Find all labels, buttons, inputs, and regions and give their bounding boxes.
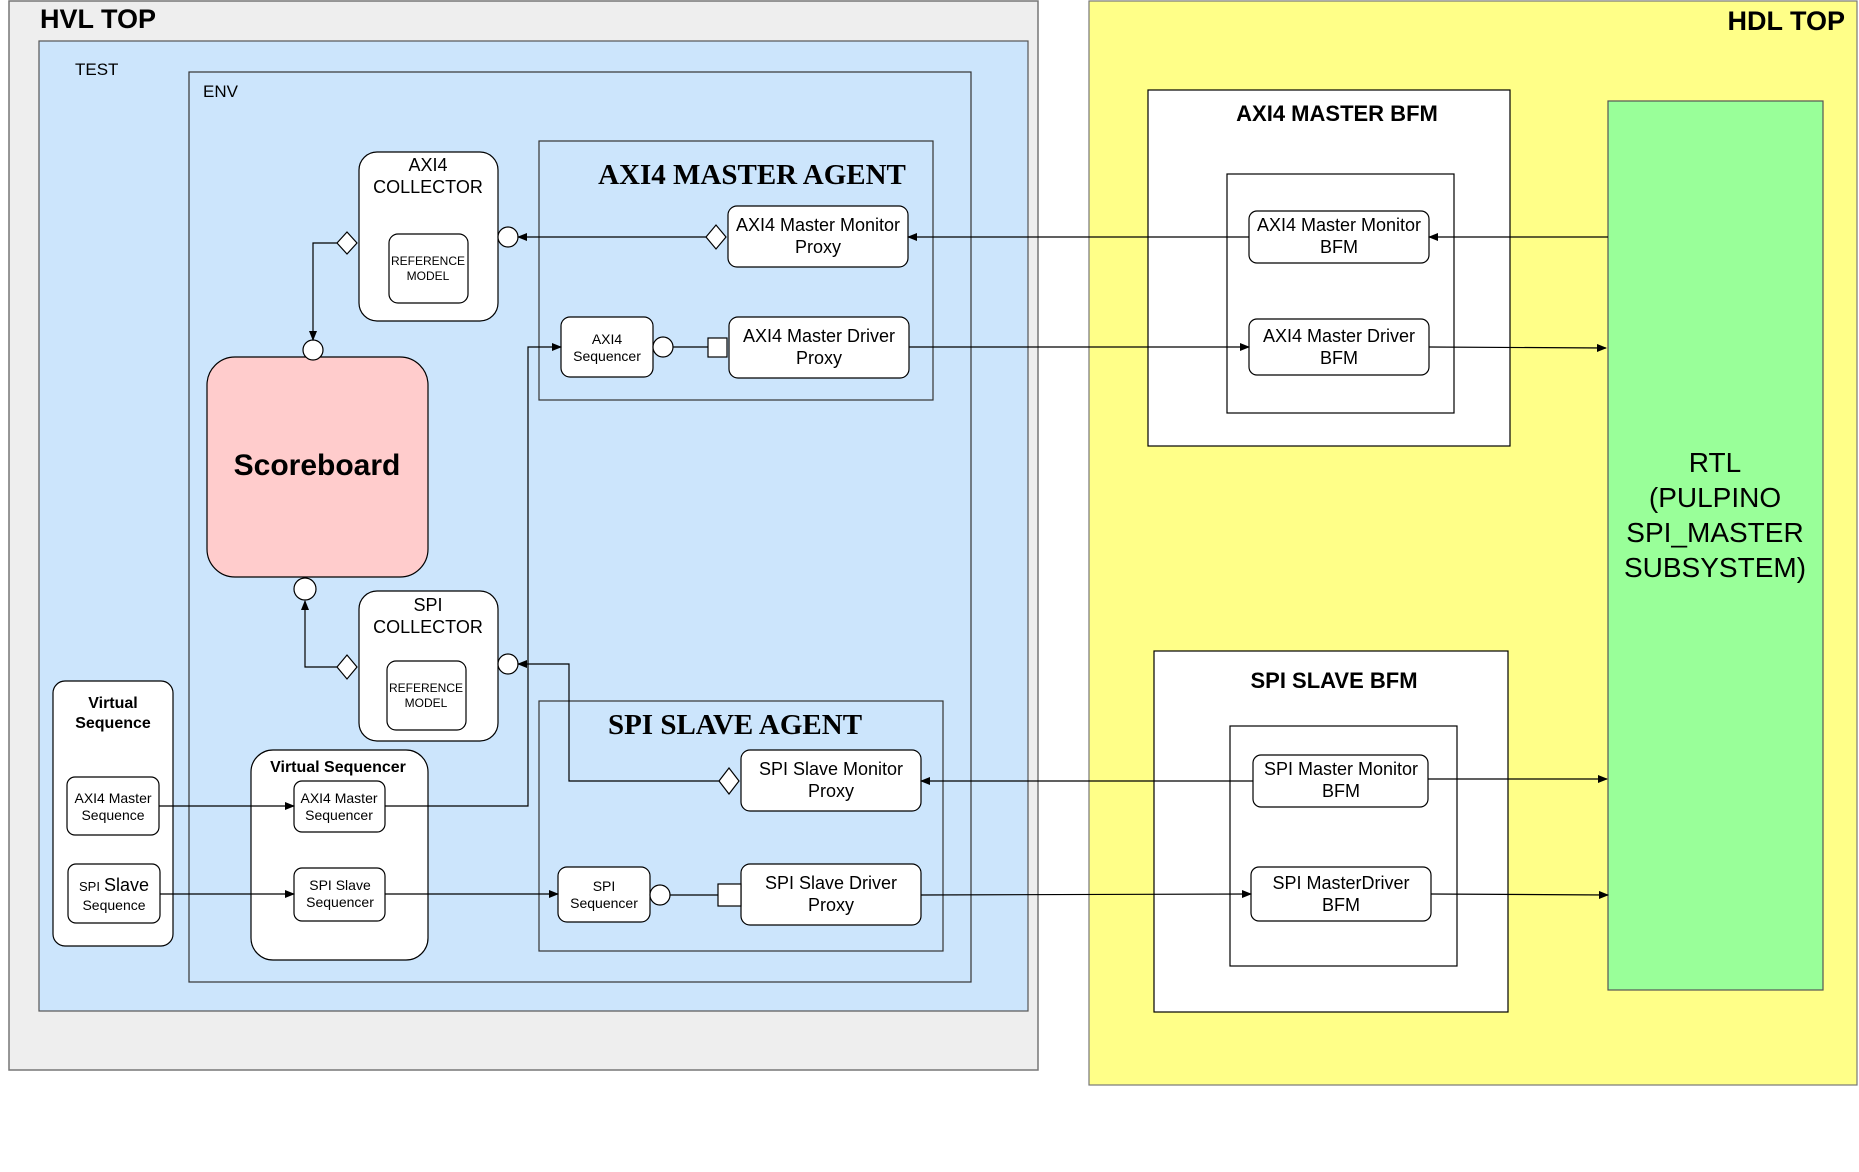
spi-monitor-proxy-to-collector-arrow xyxy=(517,660,719,782)
spi-sequencer-label: SPI xyxy=(593,878,616,894)
spi-driver-bfm-to-rtl-arrow xyxy=(1430,890,1609,899)
spi-master-monitor-bfm-label: SPI Master Monitor xyxy=(1264,759,1418,779)
axi4-driver-bfm-to-rtl-arrow xyxy=(1428,343,1607,352)
env-label: ENV xyxy=(203,82,239,101)
test-frame xyxy=(38,40,1029,1012)
axi4-master-driver-proxy-label: AXI4 Master Driver xyxy=(743,326,895,346)
axi4-master-bfm-inner xyxy=(1226,173,1455,414)
axi4-reference-model-label: REFERENCE xyxy=(391,254,465,268)
axi4-master-monitor-bfm-label: AXI4 Master Monitor xyxy=(1257,215,1421,235)
axi4-collector-label: AXI4 xyxy=(408,155,447,175)
virtual-sequence-title: Virtual xyxy=(88,695,138,712)
spi-collector-export xyxy=(497,653,519,675)
spi-reference-model[interactable] xyxy=(386,660,467,731)
scoreboard: Scoreboard xyxy=(206,339,429,601)
env-frame xyxy=(188,71,972,983)
virtual-axi4-master-sequencer-label-2: Sequencer xyxy=(305,807,373,823)
spi-sequencer-label-2: Sequencer xyxy=(570,895,638,911)
axi4-master-monitor-proxy-label-2: Proxy xyxy=(795,237,841,257)
axi4-sequencer[interactable] xyxy=(560,316,654,378)
spi-slave-driver-proxy-label: SPI Slave Driver xyxy=(765,873,897,893)
virtual-sequence-title-2: Sequence xyxy=(75,715,151,732)
axi4-master-driver-proxy-label-2: Proxy xyxy=(796,348,842,368)
spi-monitor-analysis-port xyxy=(718,767,740,795)
spi-slave-sequence-word: Slave xyxy=(104,875,149,895)
hdl-top-title: HDL TOP xyxy=(1727,6,1845,36)
spi-slave-agent: SPI SLAVE AGENT SPI Slave Monitor Proxy … xyxy=(538,700,944,952)
axi4-sequencer-label: AXI4 xyxy=(592,331,623,347)
spi-slave-driver-proxy-label-2: Proxy xyxy=(808,895,854,915)
rtl-block: RTL (PULPINO SPI_MASTER SUBSYSTEM) xyxy=(1607,100,1824,991)
spi-slave-monitor-proxy-label-2: Proxy xyxy=(808,781,854,801)
spi-slave-sequence-label: SPI Slave xyxy=(79,875,149,895)
spi-collector-label-2: COLLECTOR xyxy=(373,617,483,637)
connectors xyxy=(159,233,1609,899)
rtl-label-3: SPI_MASTER xyxy=(1626,517,1803,548)
spi-reference-model-label: REFERENCE xyxy=(389,681,463,695)
axi4-collector: AXI4 COLLECTOR REFERENCE MODEL xyxy=(336,151,519,322)
axi4-master-bfm-title: AXI4 MASTER BFM xyxy=(1236,101,1438,126)
spi-slave-sequence-label-2: Sequence xyxy=(82,897,145,913)
virtual-axi4-master-sequencer-label: AXI4 Master xyxy=(300,790,377,806)
axi4-master-sequence-label-2: Sequence xyxy=(81,807,144,823)
spi-driver-proxy-to-bfm-arrow xyxy=(920,890,1252,899)
axi4-master-sequence[interactable] xyxy=(66,776,160,836)
virtual-sequencer: Virtual Sequencer AXI4 Master Sequencer … xyxy=(250,749,429,961)
spi-collector-to-scoreboard-arrow xyxy=(301,600,337,668)
axi4-master-monitor-proxy-label: AXI4 Master Monitor xyxy=(736,215,900,235)
spi-master-monitor-bfm-label-2: BFM xyxy=(1322,781,1360,801)
axi4-master-sequence-label: AXI4 Master xyxy=(74,790,151,806)
test-container: TEST xyxy=(38,40,1029,1012)
spi-reference-model-label-2: MODEL xyxy=(405,696,448,710)
axi4-collector-label-2: COLLECTOR xyxy=(373,177,483,197)
spi-slave-sequence-prefix: SPI xyxy=(79,879,100,894)
rtl-label-1: RTL xyxy=(1689,447,1741,478)
spi-slave-agent-title: SPI SLAVE AGENT xyxy=(608,709,862,741)
hvl-top-title: HVL TOP xyxy=(40,4,156,34)
virtual-spi-slave-sequencer-label-2: Sequencer xyxy=(306,894,374,910)
rtl-box[interactable] xyxy=(1607,100,1824,991)
axi4-collector-to-scoreboard-arrow xyxy=(309,242,337,341)
spi-collector-analysis-port xyxy=(336,654,358,680)
axi4-master-driver-bfm-label-2: BFM xyxy=(1320,348,1358,368)
spi-slave-agent-frame xyxy=(538,700,944,952)
virtual-spi-slave-sequencer-label: SPI Slave xyxy=(309,877,371,893)
virtual-sequence: Virtual Sequence AXI4 Master Sequence SP… xyxy=(52,680,174,947)
spi-collector-label: SPI xyxy=(413,595,442,615)
axi4-master-bfm: AXI4 MASTER BFM AXI4 Master Monitor BFM … xyxy=(1147,89,1511,447)
rtl-label-4: SUBSYSTEM) xyxy=(1624,552,1806,583)
axi4-monitor-analysis-port xyxy=(705,224,727,250)
axi4-collector-export xyxy=(497,226,519,248)
axi4-master-agent-frame xyxy=(538,140,934,401)
spi-slave-monitor-proxy-label: SPI Slave Monitor xyxy=(759,759,903,779)
axi4-reference-model[interactable] xyxy=(388,233,469,304)
spi-master-driver-bfm-label-2: BFM xyxy=(1322,895,1360,915)
axi4-collector-analysis-port xyxy=(336,231,358,255)
rtl-label-2: (PULPINO xyxy=(1649,482,1781,513)
spi-master-driver-bfm-label: SPI MasterDriver xyxy=(1272,873,1409,893)
axi4-master-monitor-bfm-label-2: BFM xyxy=(1320,237,1358,257)
spi-driver-port xyxy=(717,883,742,907)
env-container: ENV xyxy=(188,71,972,983)
scoreboard-label: Scoreboard xyxy=(234,449,401,482)
spi-slave-bfm: SPI SLAVE BFM SPI Master Monitor BFM SPI… xyxy=(1153,650,1509,1013)
spi-slave-bfm-title: SPI SLAVE BFM xyxy=(1250,668,1417,693)
virtual-sequencer-title: Virtual Sequencer xyxy=(270,759,406,776)
axi4-master-agent-title: AXI4 MASTER AGENT xyxy=(598,159,906,191)
axi4-driver-port xyxy=(707,337,728,358)
axi4-sequencer-export xyxy=(652,336,674,358)
axi4-reference-model-label-2: MODEL xyxy=(407,269,450,283)
test-label: TEST xyxy=(75,60,118,79)
scoreboard-axi4-export xyxy=(302,339,324,361)
virtual-to-axi4-sequencer-arrow xyxy=(385,343,562,807)
spi-collector: SPI COLLECTOR REFERENCE MODEL xyxy=(336,590,519,742)
axi4-master-driver-bfm-label: AXI4 Master Driver xyxy=(1263,326,1415,346)
scoreboard-spi-export xyxy=(293,577,317,601)
spi-sequencer-export xyxy=(649,884,671,906)
axi4-sequencer-label-2: Sequencer xyxy=(573,348,641,364)
